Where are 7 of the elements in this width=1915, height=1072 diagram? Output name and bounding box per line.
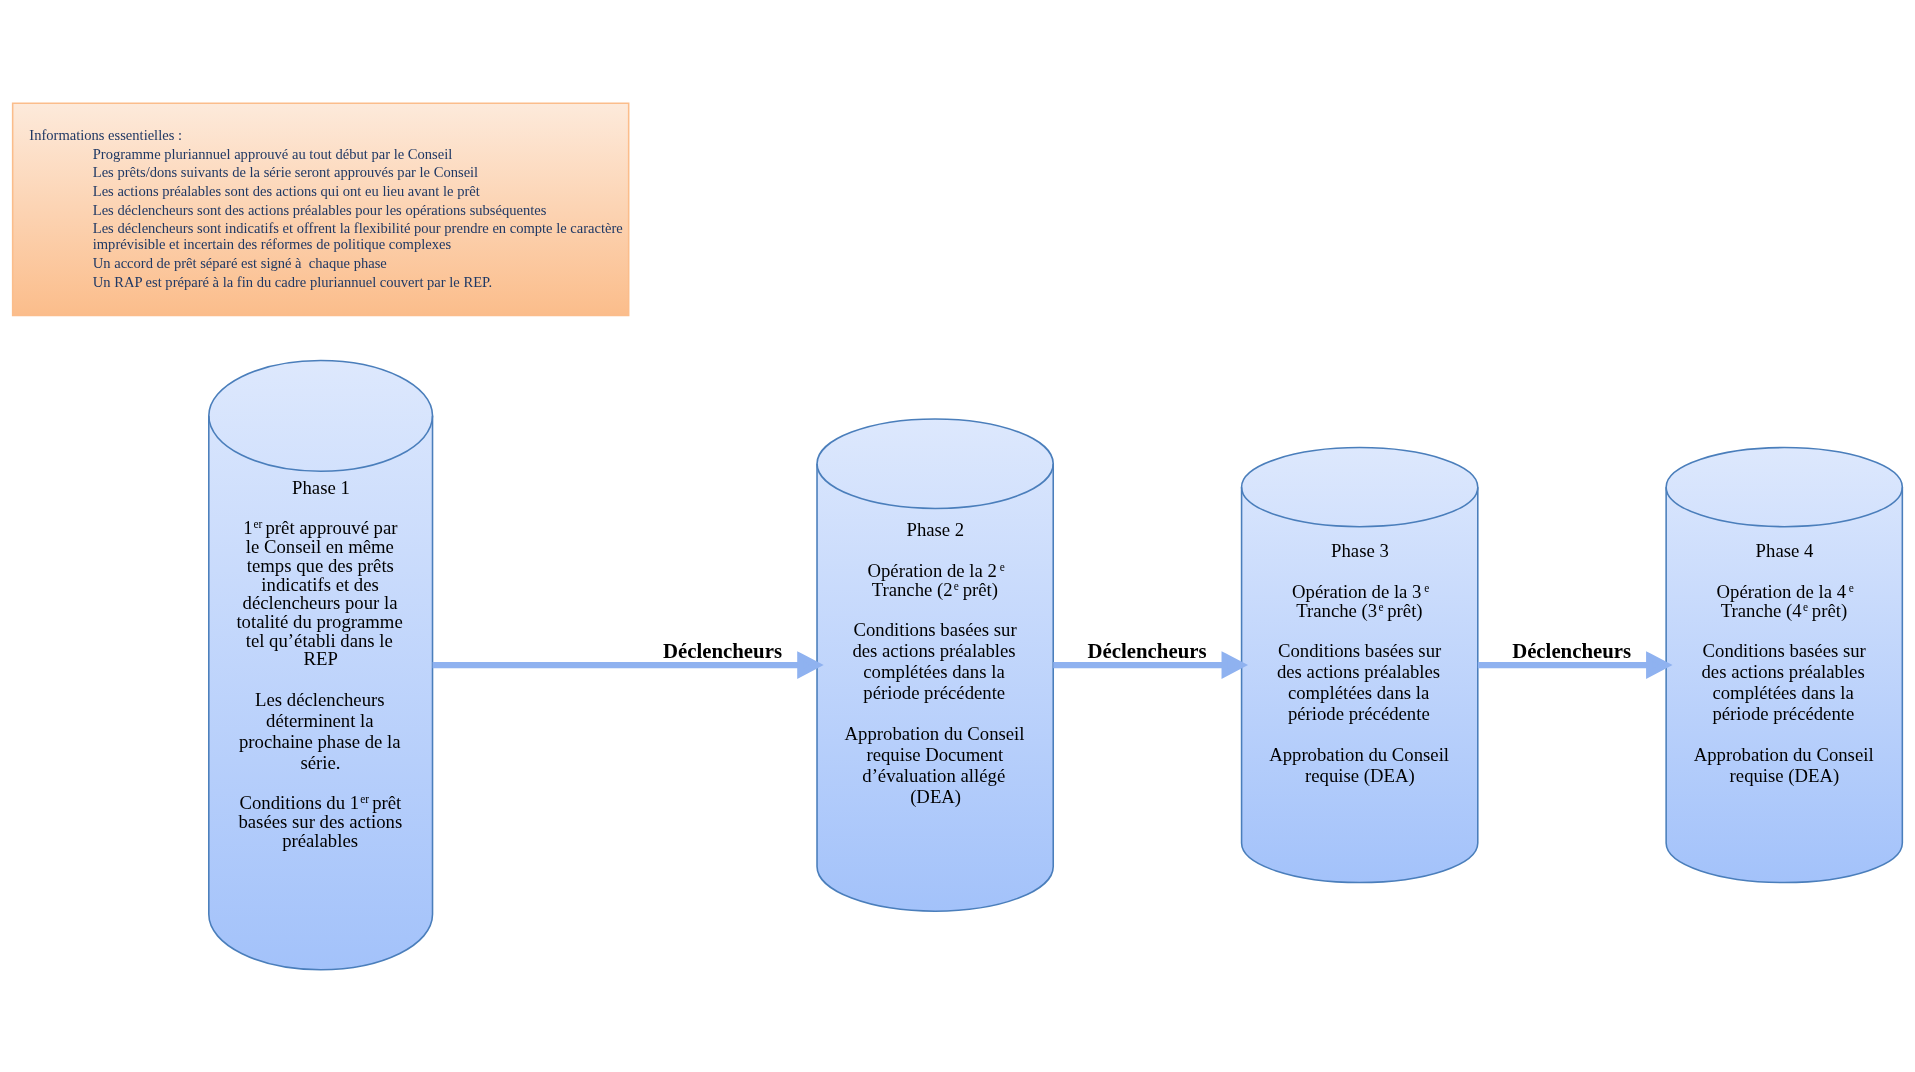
edge-label: Déclencheurs — [663, 638, 782, 663]
node-box: Informations essentielles : Programme pluriannuel approuvé au tout début par le Conseil Les prêts/dons suivants de la série seront approuvés par le Conseil Les actions préalables sont des actions qui ont eu lieu avant le prêt Les déclencheurs sont des actions préalables pour les opérations subséquentes Les déclencheurs sont indicatifs et offrent la flexibilité pour prendre en compte le caractère imprévisible et incertain des réformes de politique complexes Un accord de prêt séparé est signé à chaque phase Un RAP est préparé à la fin du cadre pluriannuel couvert par le REP. — [11, 101, 630, 316]
arrow — [1477, 650, 1673, 679]
arrow — [1053, 650, 1248, 679]
edge-label: Déclencheurs — [1087, 638, 1207, 663]
edge-label: Déclencheurs — [1512, 638, 1632, 663]
arrow — [432, 650, 824, 679]
